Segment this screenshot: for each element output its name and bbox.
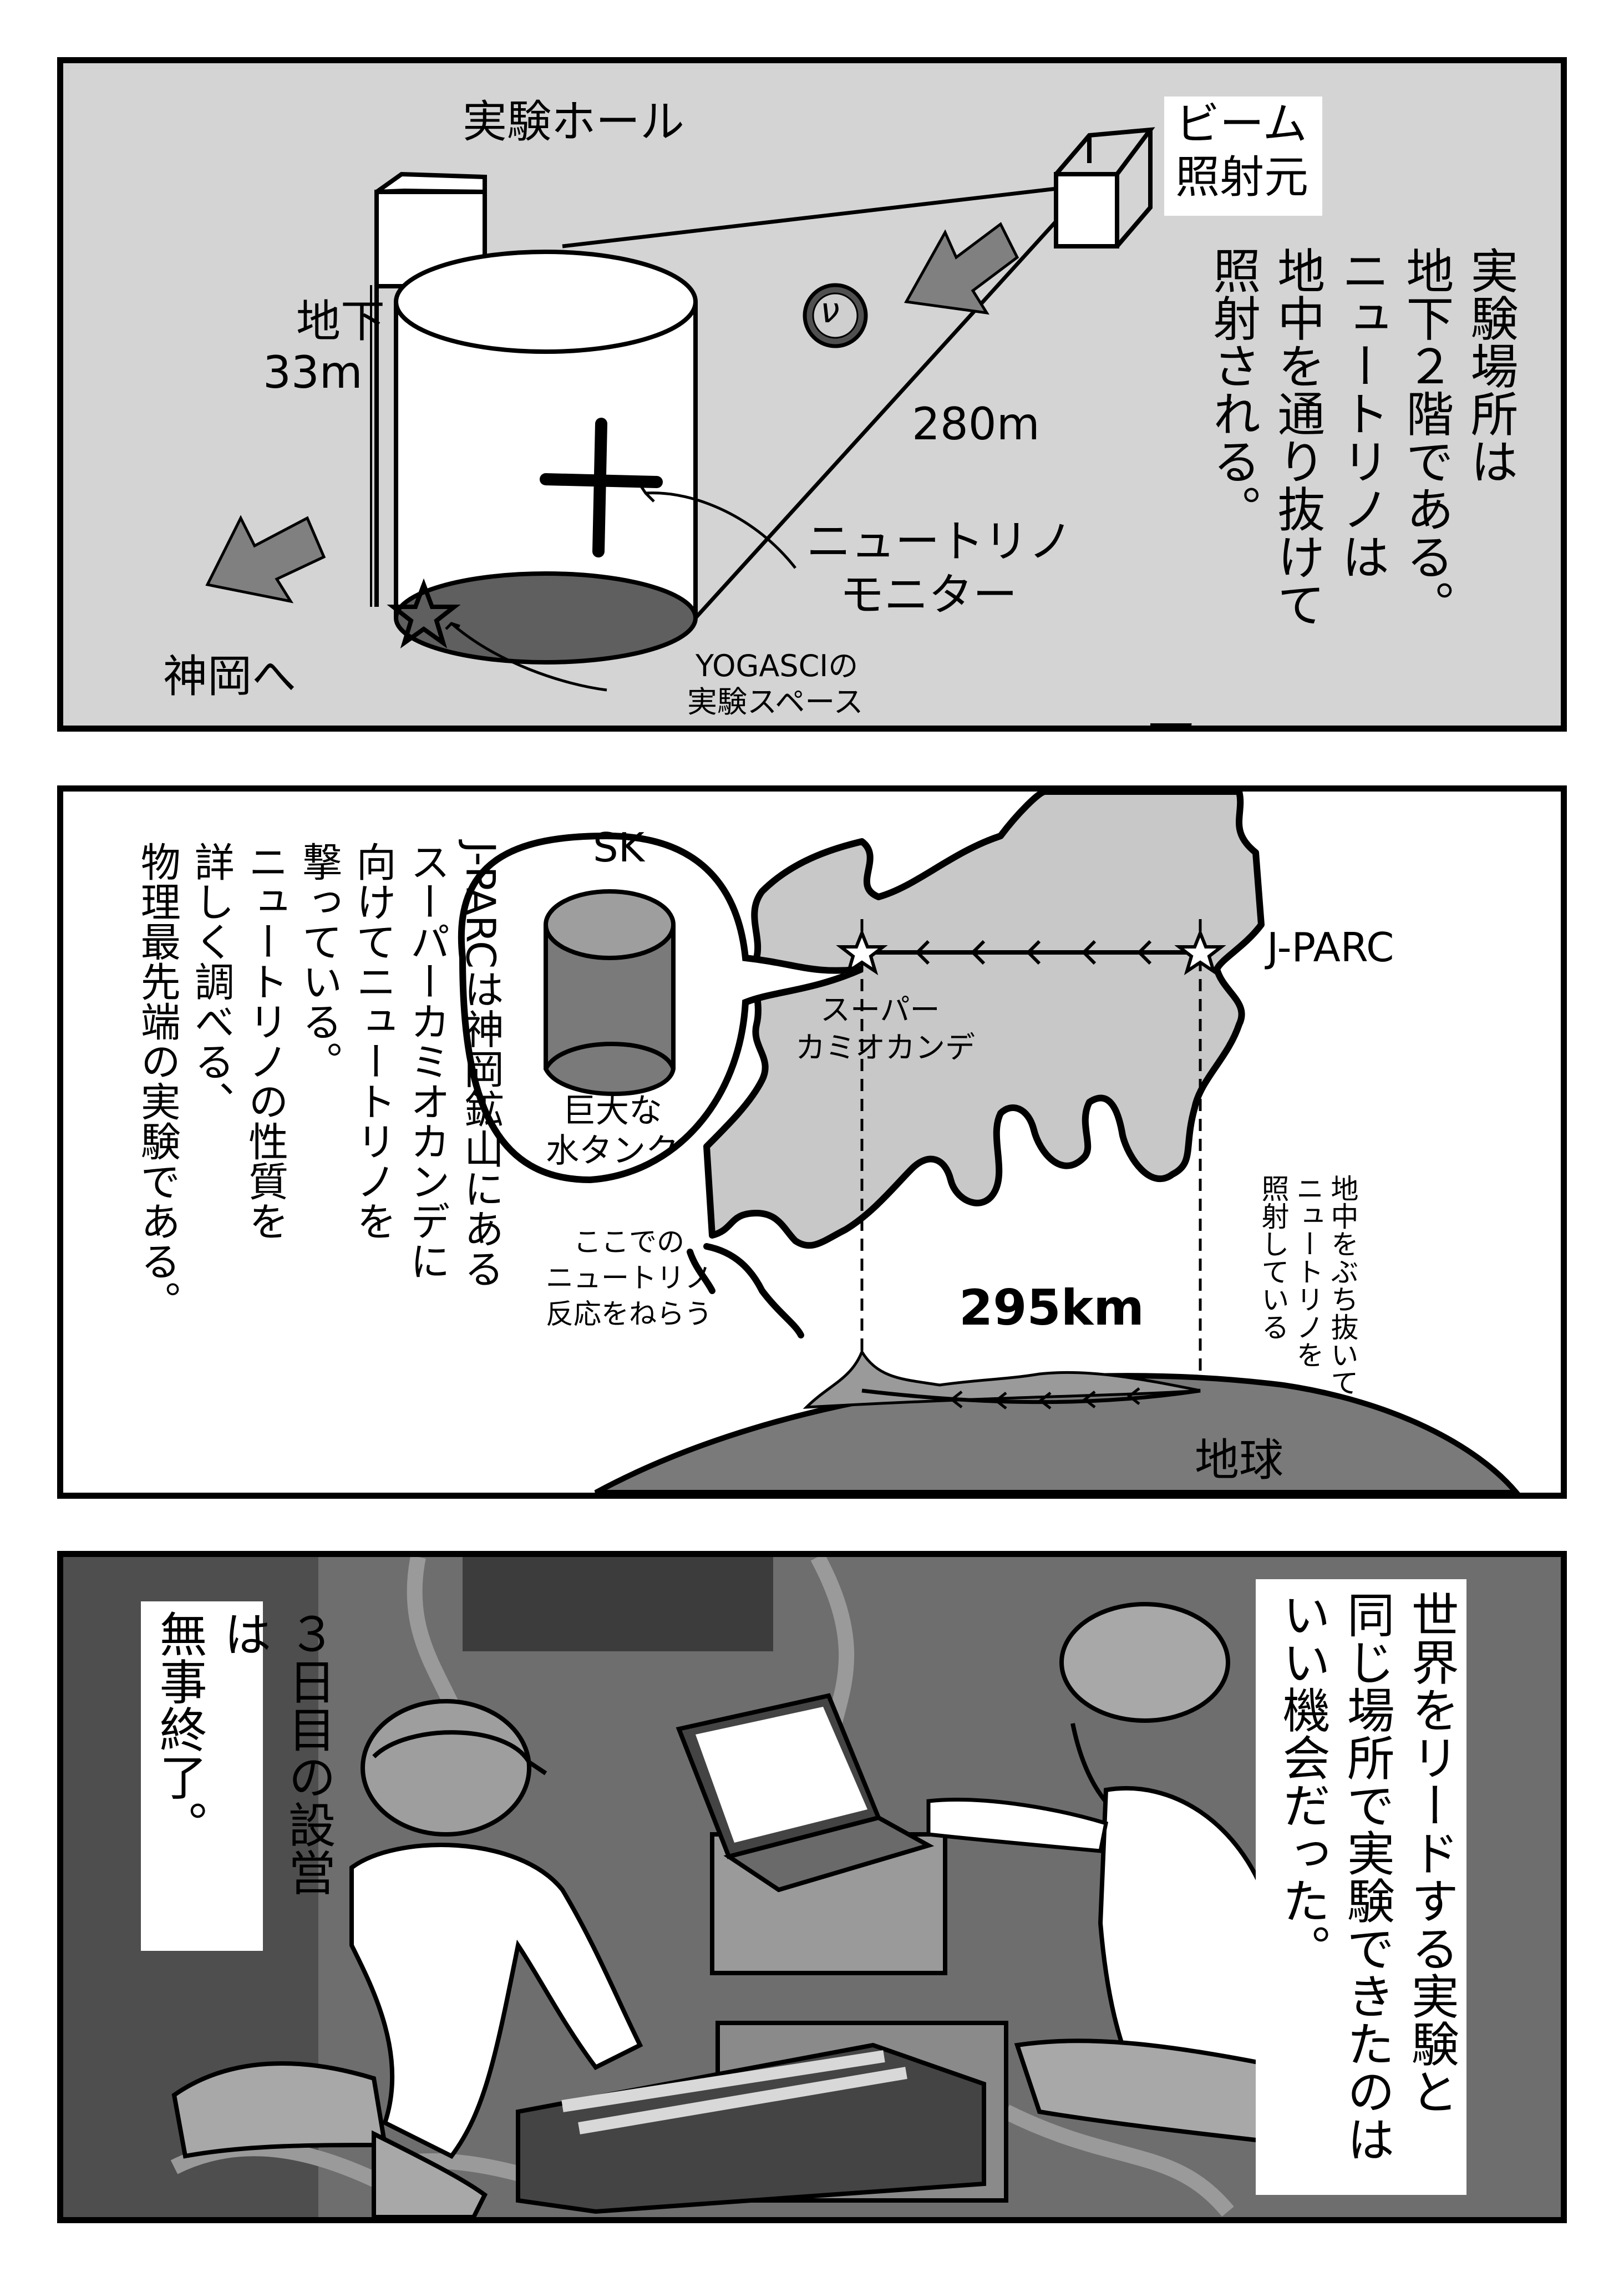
sk-label: SK (593, 824, 644, 871)
distance-295-label: 295km (959, 1279, 1144, 1336)
narration-line: ニュートリノは (1333, 246, 1389, 580)
beam-source-label: ビーム 照射元 (1175, 98, 1308, 204)
superk-line: スーパー (820, 992, 940, 1027)
reaction-line: ここでの (574, 1226, 684, 1258)
narration-line: スーパーカミオカンデに (403, 841, 450, 1281)
depth-line: 33m (263, 347, 363, 398)
tank-line: 巨大な (562, 1092, 662, 1130)
narration-line: いい機会だった。 (1274, 1590, 1330, 1972)
through-line: 地中をぶち抜いて (1326, 1174, 1359, 1396)
to-kamioka-label: 神岡へ (163, 651, 296, 702)
depth-label: 地下 33m (263, 296, 385, 398)
monitor-line: モニター (840, 569, 1017, 621)
superk-label: スーパー カミオカンデ (795, 991, 975, 1066)
narration-line: 物理最先端の実験である。 (134, 841, 181, 1321)
narration-line: 実験場所は (1462, 246, 1518, 485)
narration-line: 無事終了。 (151, 1610, 207, 1848)
panel-setup-complete: ３日目の設営は 無事終了。 世界をリードする実験と 同じ場所で実験できたのは い… (57, 1551, 1567, 2223)
reaction-label: ここでの ニュートリノ 反応をねらう (546, 1224, 712, 1332)
superk-line: カミオカンデ (795, 1030, 975, 1065)
neutrino-symbol: ν (820, 290, 840, 331)
panel-japan-map: J-PARCは神岡鉱山にある スーパーカミオカンデに 向けてニュートリノを 撃っ… (57, 785, 1567, 1499)
panel2-narration: J-PARCは神岡鉱山にある スーパーカミオカンデに 向けてニュートリノを 撃っ… (130, 841, 507, 1452)
space-line: YOGASCIの (696, 648, 859, 683)
narration-line: 世界をリードする実験と (1403, 1590, 1459, 2115)
panel-experiment-hall: 実験ホール ビーム 照射元 地下 33m 280m ν ニュートリノ モニター … (57, 57, 1567, 732)
good-opportunity-narration: 世界をリードする実験と 同じ場所で実験できたのは いい機会だった。 (1270, 1590, 1463, 2189)
reaction-line: ニュートリノ (546, 1262, 712, 1294)
setup-complete-narration: ３日目の設営は 無事終了。 (146, 1610, 339, 1943)
jparc-label: J-PARC (1267, 924, 1394, 971)
experiment-hall-illustration (205, 97, 1322, 726)
japan-map-illustration (458, 792, 1520, 1493)
water-tank-label: 巨大な 水タンク (546, 1091, 679, 1171)
narration-line: J-PARCは神岡鉱山にある (457, 841, 504, 1289)
neutrino-monitor-label: ニュートリノ モニター (806, 515, 1073, 622)
depth-line: 地下 (296, 296, 385, 347)
narration-line: 同じ場所で実験できたのは (1338, 1590, 1394, 2163)
space-line: 実験スペース (687, 684, 864, 719)
yogasci-space-label: YOGASCIの 実験スペース (687, 648, 864, 721)
narration-line: 地中を通り抜けて (1268, 246, 1324, 628)
narration-line: 向けてニュートリノを (349, 841, 396, 1241)
narration-line: ニュートリノの性質を (241, 841, 288, 1241)
narration-line: 撃っている。 (295, 841, 342, 1081)
reaction-line: 反応をねらう (546, 1298, 712, 1330)
narration-line: 詳しく調べる、 (187, 841, 235, 1121)
narration-line: ３日目の設営は (215, 1610, 336, 1896)
narration-line: 地下２階である。 (1397, 246, 1453, 628)
beam-source-line: 照射元 (1175, 151, 1308, 203)
panel1-narration: 実験場所は 地下２階である。 ニュートリノは 地中を通り抜けて 照射される。 (1200, 246, 1522, 701)
distance-280-label: 280m (912, 398, 1040, 450)
hall-label: 実験ホール (463, 96, 684, 148)
narration-line: 照射される。 (1204, 246, 1260, 532)
beam-source-line: ビーム (1175, 98, 1307, 150)
tank-line: 水タンク (546, 1132, 679, 1170)
through-line: 照射している (1257, 1174, 1290, 1341)
through-ground-label: 地中をぶち抜いて ニュートリノを 照射している (1256, 1174, 1360, 1463)
workers-illustration (63, 1557, 1561, 2217)
through-line: ニュートリノを (1292, 1174, 1324, 1368)
monitor-line: ニュートリノ (806, 516, 1073, 567)
earth-label: 地球 (1195, 1434, 1283, 1486)
